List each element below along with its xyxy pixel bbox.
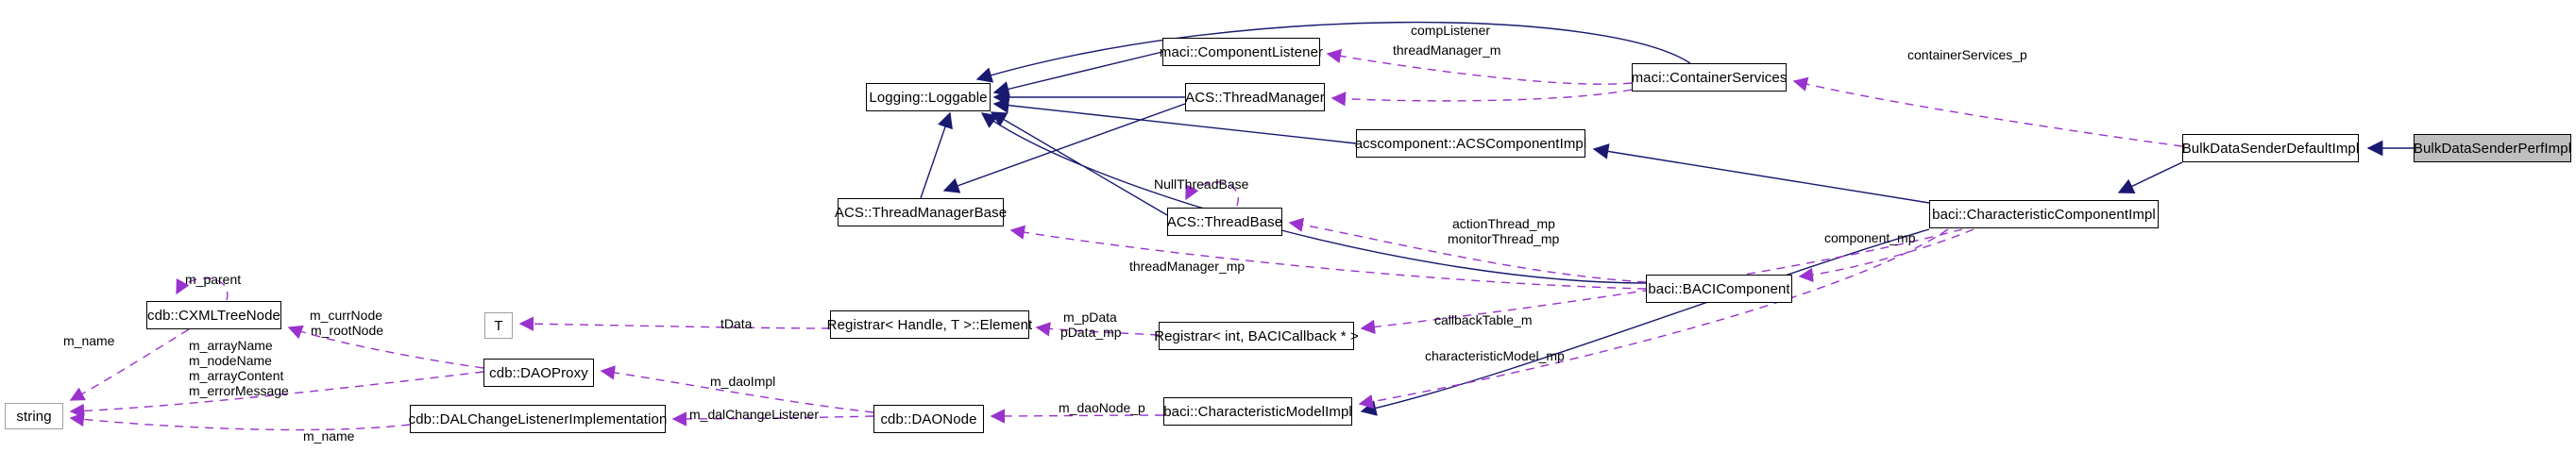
edge-label-tdata: tData bbox=[720, 316, 753, 331]
edge-label-complistener: compListener bbox=[1411, 23, 1491, 38]
edge-label-containerservices-p: containerServices_p bbox=[1907, 47, 2027, 62]
edge-label-m-name-bottom: m_name bbox=[303, 428, 355, 444]
edge-threadmgrbase-to-loggable bbox=[920, 111, 953, 199]
edge-bacicomponent-threadmgrbase bbox=[1009, 225, 1647, 290]
edge-complistener-to-loggable bbox=[992, 51, 1163, 97]
edge-charmodel-daonode bbox=[990, 409, 1164, 424]
edge-daonode-daoproxy bbox=[600, 365, 874, 413]
node-bulkdatasenderdefaultimpl[interactable]: BulkDataSenderDefaultImpl bbox=[2182, 134, 2359, 162]
node-acs-threadmanagerbase[interactable]: ACS::ThreadManagerBase bbox=[835, 198, 1007, 226]
edge-label-m-rootnode: m_rootNode bbox=[311, 323, 384, 338]
node-maci-containerservices[interactable]: maci::ContainerServices bbox=[1632, 63, 1787, 92]
edge-label-m-name-left: m_name bbox=[63, 333, 115, 348]
edge-label-nullthreadbase: NullThreadBase bbox=[1154, 176, 1249, 192]
edge-label-m-daonode-p: m_daoNode_p bbox=[1059, 400, 1145, 415]
node-bulkdatasenderperfimpl[interactable]: BulkDataSenderPerfImpl bbox=[2414, 134, 2571, 162]
node-string[interactable]: string bbox=[5, 403, 63, 429]
node-cdb-daoproxy[interactable]: cdb::DAOProxy bbox=[483, 359, 594, 387]
node-registrar-int-bacicallback[interactable]: Registrar< int, BACICallback * > bbox=[1154, 322, 1359, 350]
node-registrar-handle-t-element[interactable]: Registrar< Handle, T >::Element bbox=[827, 310, 1032, 339]
edge-label-m-dalchangelistener: m_dalChangeListener bbox=[689, 407, 819, 422]
edge-containerservices-complistener bbox=[1326, 48, 1633, 85]
edge-label-threadmanager-mp: threadManager_mp bbox=[1129, 259, 1246, 274]
edge-threadbase-self-nullthreadbase bbox=[1185, 181, 1240, 207]
edge-containerservices-threadmanager bbox=[1330, 89, 1633, 107]
edge-label-m-arrayname: m_arrayName bbox=[189, 338, 273, 353]
edge-label-m-pdata: m_pData bbox=[1063, 310, 1117, 325]
edge-label-actionthread-mp: actionThread_mp bbox=[1452, 216, 1555, 231]
edge-daoproxy-cxmltreenode bbox=[287, 325, 484, 369]
node-cdb-daonode[interactable]: cdb::DAONode bbox=[873, 405, 984, 433]
edge-label-m-parent: m_parent bbox=[185, 272, 242, 287]
node-acscomponent-acscomponentimpl[interactable]: acscomponent::ACSComponentImpl bbox=[1355, 129, 1586, 158]
edge-label-threadmanager-m: threadManager_m bbox=[1393, 42, 1501, 58]
node-maci-componentlistener[interactable]: maci::ComponentListener bbox=[1160, 38, 1323, 66]
node-cdb-cxmltreenode[interactable]: cdb::CXMLTreeNode bbox=[146, 301, 281, 329]
edge-bulkdefault-to-charcomp bbox=[2117, 161, 2183, 193]
edge-acscomponent-to-loggable bbox=[992, 97, 1357, 144]
edge-registrarcb-registrarelem bbox=[1035, 322, 1160, 337]
edge-label-callbacktable-m: callbackTable_m bbox=[1434, 312, 1533, 327]
edge-dalchangelistener-string bbox=[69, 411, 411, 431]
edge-charcomp-bacicomponent bbox=[1798, 228, 1974, 283]
edge-daonode-dalchangelistener bbox=[671, 411, 874, 427]
node-baci-bacicomponent[interactable]: baci::BACIComponent bbox=[1646, 275, 1792, 303]
node-logging-loggable[interactable]: Logging::Loggable bbox=[866, 83, 991, 111]
node-cdb-dalchangelistenerimplementation[interactable]: cdb::DALChangeListenerImplementation bbox=[409, 405, 667, 433]
edge-bulkdefault-containerservices bbox=[1792, 76, 2183, 147]
edge-label-monitorthread-mp: monitorThread_mp bbox=[1448, 231, 1560, 246]
edge-charmodel-to-charcomp bbox=[1360, 228, 1930, 416]
edge-label-pdata-mp: pData_mp bbox=[1060, 325, 1122, 340]
node-baci-characteristiccomponentimpl[interactable]: baci::CharacteristicComponentImpl bbox=[1929, 200, 2159, 228]
edge-charcomp-charmodel bbox=[1358, 228, 1949, 410]
edge-label-m-nodename: m_nodeName bbox=[189, 353, 272, 368]
edge-charcomp-to-acscomponent bbox=[1592, 143, 1930, 204]
edge-containerservices-to-loggable bbox=[975, 21, 1691, 83]
edge-label-characteristicmodel-mp: characteristicModel_mp bbox=[1425, 348, 1565, 363]
node-baci-characteristicmodelimpl[interactable]: baci::CharacteristicModelImpl bbox=[1163, 397, 1352, 426]
edge-label-m-daoimpl: m_daoImpl bbox=[710, 374, 776, 389]
usage-edges bbox=[69, 48, 2183, 431]
edge-label-component-mp: component_mp bbox=[1824, 230, 1916, 245]
edge-cxmltreenode-self-parent bbox=[176, 277, 229, 301]
edge-charcomp-registrarcb bbox=[1360, 228, 1963, 335]
edge-label-m-currnode: m_currNode bbox=[310, 308, 383, 323]
edge-label-m-errormessage: m_errorMessage bbox=[189, 383, 289, 398]
edge-daoproxy-string bbox=[69, 371, 484, 419]
edge-bacicomponent-threadbase bbox=[1288, 217, 1647, 283]
edge-threadmanager-to-threadmgrbase bbox=[942, 103, 1186, 193]
edge-label-m-arraycontent: m_arrayContent bbox=[189, 368, 284, 383]
node-template-parameter-t[interactable]: T bbox=[484, 312, 513, 339]
node-acs-threadbase[interactable]: ACS::ThreadBase bbox=[1167, 208, 1282, 236]
edge-cxmltreenode-string bbox=[69, 328, 190, 401]
node-acs-threadmanager[interactable]: ACS::ThreadManager bbox=[1185, 83, 1325, 111]
edge-registrarelem-tparam bbox=[518, 316, 831, 331]
